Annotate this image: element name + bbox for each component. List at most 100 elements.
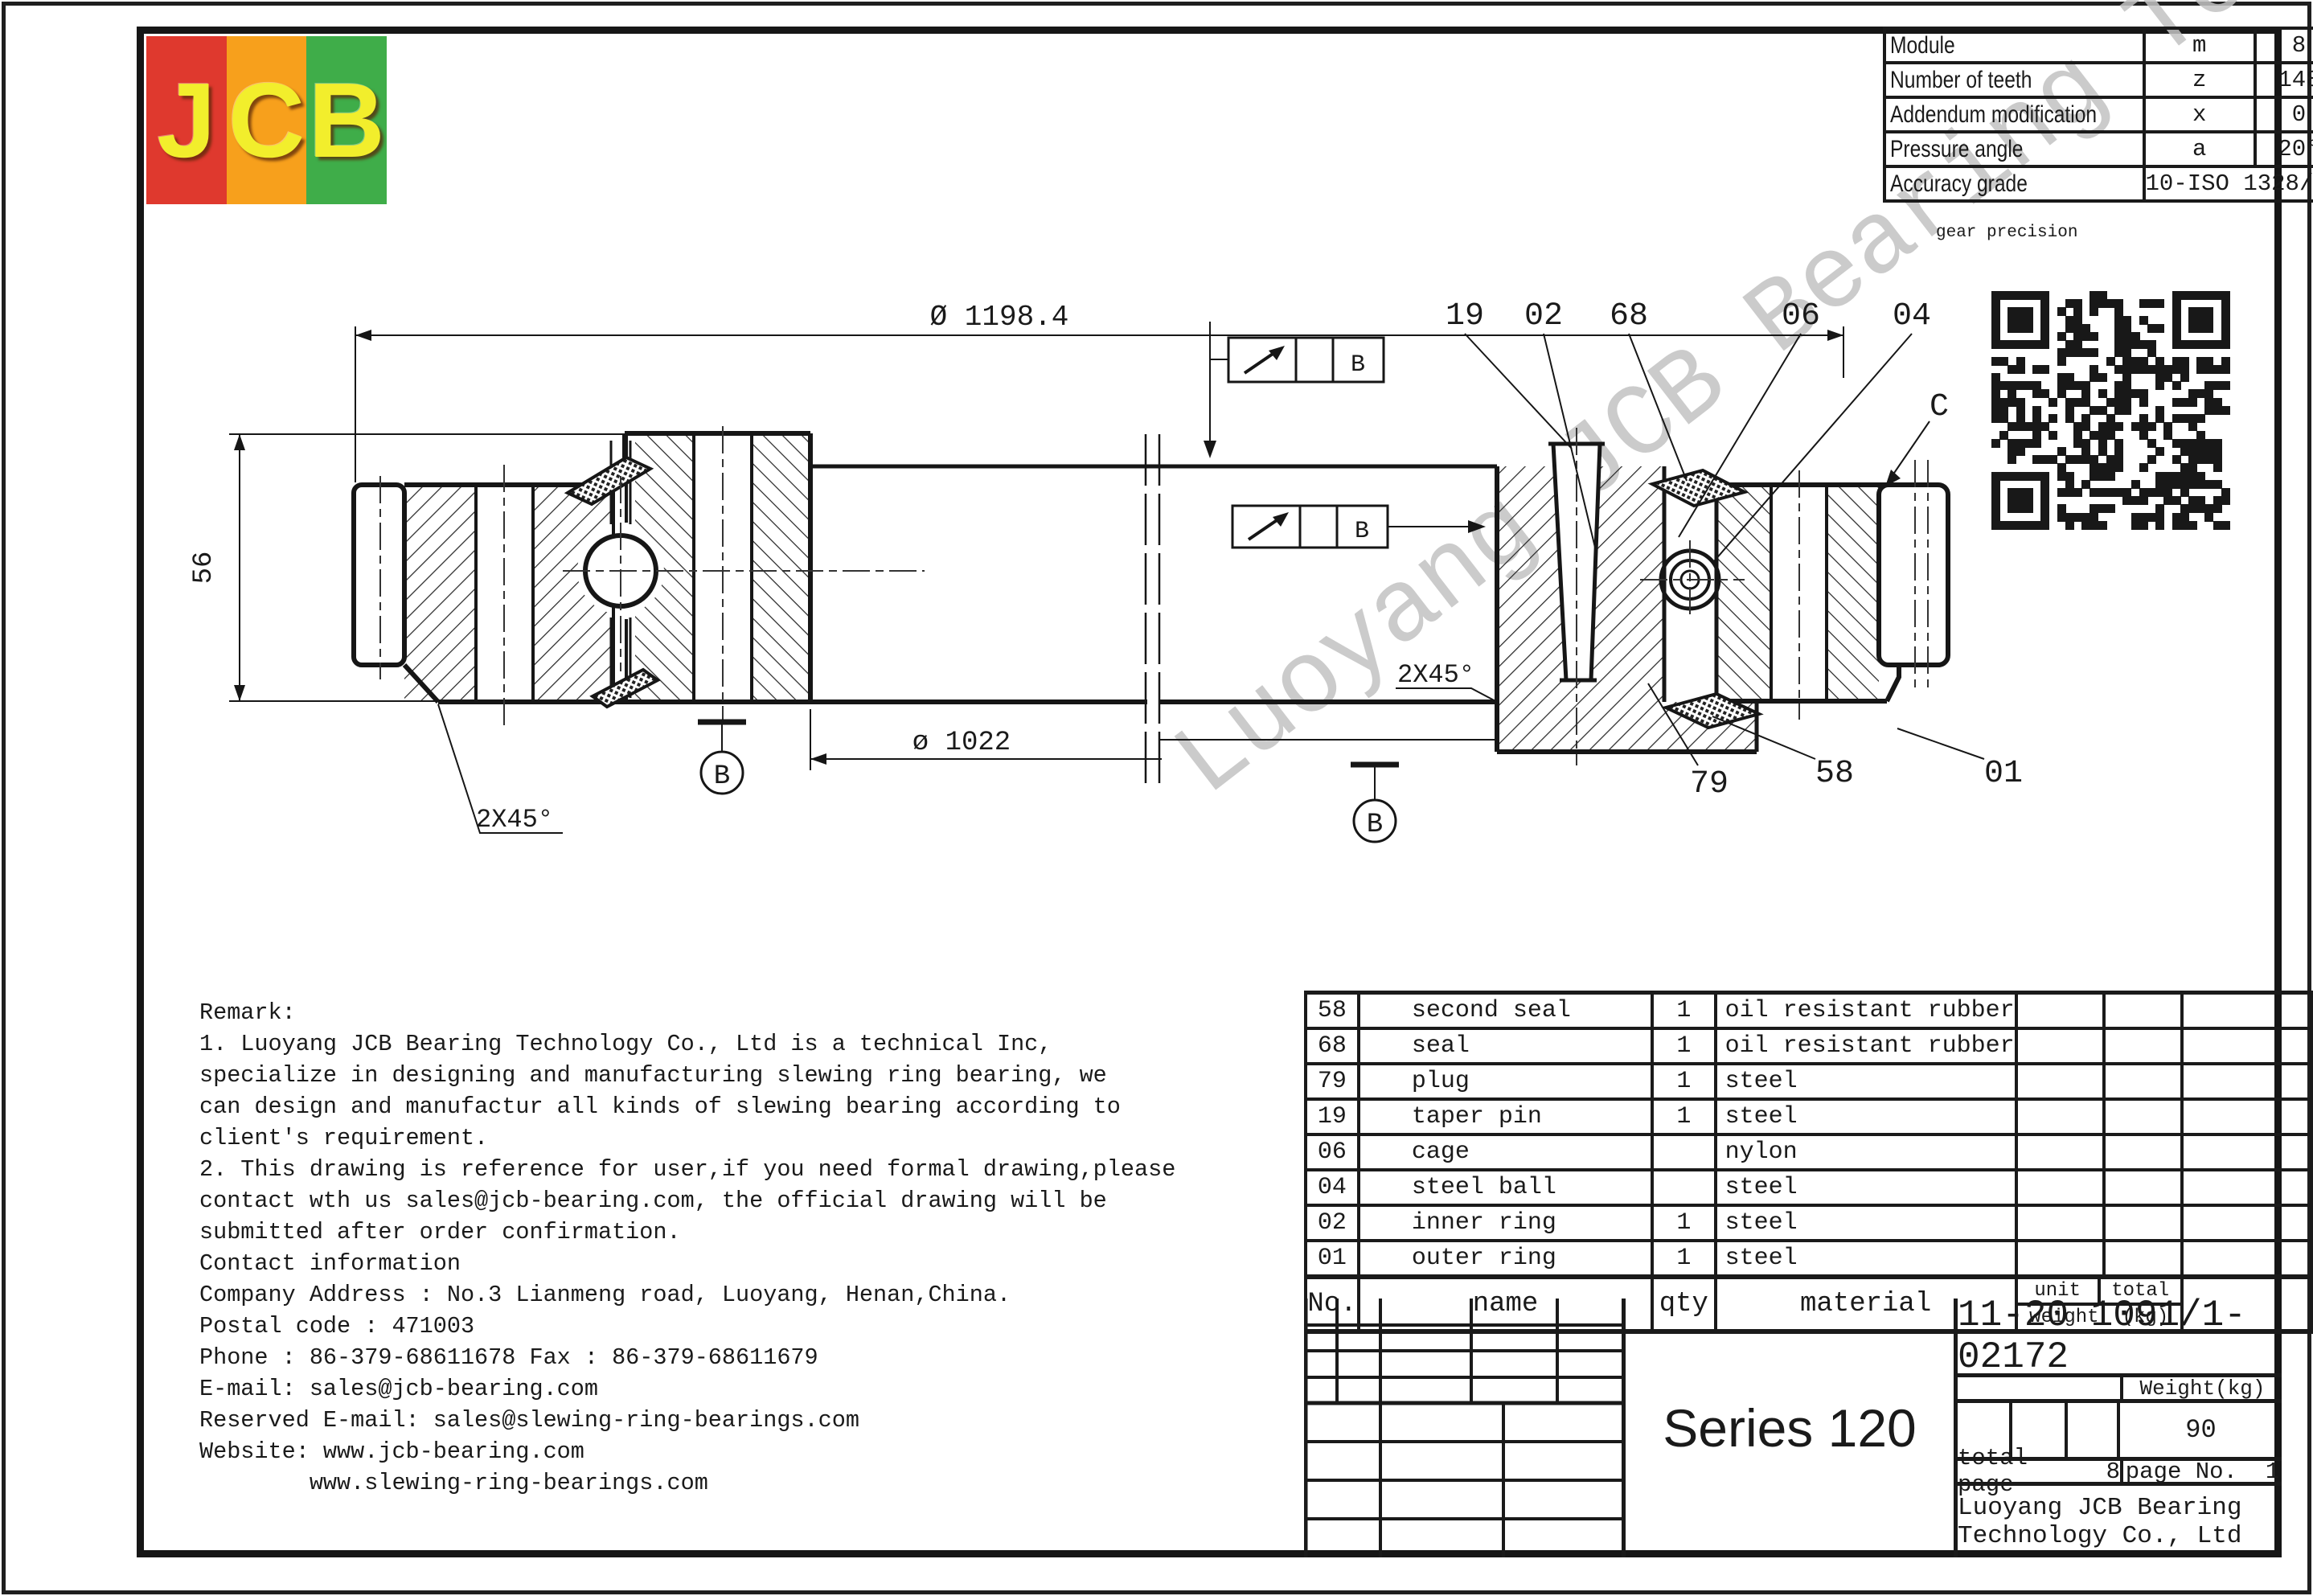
c-arrowhead <box>1885 470 1901 486</box>
right-section-mid-lines <box>1662 466 1759 752</box>
spec-label: Addendum modification <box>1883 96 2146 133</box>
dim-outer-diameter-text: Ø 1198.4 <box>930 301 1069 334</box>
part-no: 02 <box>1304 1204 1360 1242</box>
part-extra <box>2180 1027 2313 1065</box>
dim-height-text: 56 <box>189 552 219 585</box>
header-qty: qty <box>1651 1274 1717 1334</box>
revision-grid-lines <box>1304 1299 1622 1557</box>
part-total-weight <box>2102 1239 2184 1278</box>
part-name: seal <box>1356 1027 1655 1065</box>
spec-row: Number of teethz148 <box>1883 61 2313 99</box>
spec-symbol: x <box>2142 96 2257 133</box>
part-material: steel <box>1713 1062 2018 1101</box>
part-total-weight <box>2102 1204 2184 1242</box>
part-name: taper pin <box>1356 1098 1655 1136</box>
part-no: 68 <box>1304 1027 1360 1065</box>
part-extra <box>2180 1168 2313 1207</box>
logo-letter-j: J <box>157 61 216 179</box>
drawing-number: 11-20 1091/1-02172 <box>1958 1294 2246 1378</box>
label-79: 79 <box>1690 766 1729 802</box>
part-qty: 1 <box>1651 1098 1717 1136</box>
part-total-weight <box>2102 1062 2184 1101</box>
header-no: No. <box>1304 1274 1360 1334</box>
surface-finish-box-lower: B <box>1231 504 1486 549</box>
part-no: 79 <box>1304 1062 1360 1101</box>
spec-value: 8 <box>2253 27 2313 64</box>
spec-value: 20° <box>2253 130 2313 168</box>
part-unit-weight <box>2014 1239 2106 1278</box>
right-bolt-hole-lines <box>1770 485 1828 701</box>
remark-line: Remark: <box>199 999 296 1026</box>
label-19: 19 <box>1446 298 1484 334</box>
remark-line: client's requirement. <box>199 1125 489 1151</box>
surface-finish-box-top: B <box>1204 322 1385 458</box>
empty-cell-3 <box>2068 1403 2120 1457</box>
series-title-cell: Series 120 <box>1622 1299 1954 1557</box>
right-section-outline <box>1495 466 1901 754</box>
part-name: second seal <box>1356 991 1655 1030</box>
part-qty: 1 <box>1651 991 1717 1030</box>
label-58: 58 <box>1815 756 1854 792</box>
spec-value: 0 <box>2253 96 2313 133</box>
header-material: material <box>1713 1274 2018 1334</box>
part-name: inner ring <box>1356 1204 1655 1242</box>
part-unit-weight <box>2014 1168 2106 1207</box>
leader-lines <box>1464 333 1985 766</box>
weight-value: 90 <box>2185 1415 2217 1445</box>
total-page-value: 8 <box>2106 1458 2120 1485</box>
logo-letter-c: C <box>228 61 306 179</box>
datum-b-mid: B <box>1351 761 1399 843</box>
part-material: steel <box>1713 1098 2018 1136</box>
part-qty: 1 <box>1651 1027 1717 1065</box>
part-material: nylon <box>1713 1133 2018 1171</box>
spec-value: 148 <box>2253 61 2313 99</box>
remark-block: Remark: 1. Luoyang JCB Bearing Technology… <box>199 997 1175 1499</box>
part-total-weight <box>2102 1027 2184 1065</box>
part-qty <box>1651 1133 1717 1171</box>
part-extra <box>2180 1062 2313 1101</box>
spec-label: Module <box>1883 27 2146 64</box>
left-bottom-seal <box>589 667 661 709</box>
part-no: 58 <box>1304 991 1360 1030</box>
part-extra <box>2180 1239 2313 1278</box>
part-unit-weight <box>2014 991 2106 1030</box>
right-bottom-seal <box>1661 691 1764 730</box>
title-block: 11-20 1091/1-02172 Weight(kg) 90 total p… <box>1954 1294 2282 1557</box>
label-06: 06 <box>1782 298 1820 334</box>
part-qty: 1 <box>1651 1239 1717 1278</box>
part-no: 06 <box>1304 1133 1360 1171</box>
part-unit-weight <box>2014 1133 2106 1171</box>
header-weight-label: weight <box>2029 1306 2099 1328</box>
page-no-label: page No. <box>2125 1458 2237 1485</box>
datum-b-left-text: B <box>714 761 730 792</box>
spec-label: Number of teeth <box>1883 61 2146 99</box>
right-top-seal <box>1647 468 1749 508</box>
gear-rim <box>1876 482 1950 667</box>
connector-lines <box>810 434 1497 784</box>
left-top-seal <box>564 455 654 507</box>
part-unit-weight <box>2014 1204 2106 1242</box>
logo-band-red: J <box>146 36 227 204</box>
company-name: Luoyang JCB Bearing Technology Co., Ltd <box>1958 1493 2242 1550</box>
part-name: steel ball <box>1356 1168 1655 1207</box>
remark-line: Reserved E-mail: sales@slewing-ring-bear… <box>199 1407 859 1434</box>
remark-line: 1. Luoyang JCB Bearing Technology Co., L… <box>199 1031 1052 1057</box>
part-material: steel <box>1713 1168 2018 1207</box>
remark-line: Phone : 86-379-68611678 Fax : 86-379-686… <box>199 1344 818 1371</box>
spec-symbol: a <box>2142 130 2257 168</box>
dimension-outer-diameter: Ø 1198.4 <box>355 301 1844 482</box>
part-total-weight <box>2102 1098 2184 1136</box>
logo-band-orange: C <box>226 36 307 204</box>
